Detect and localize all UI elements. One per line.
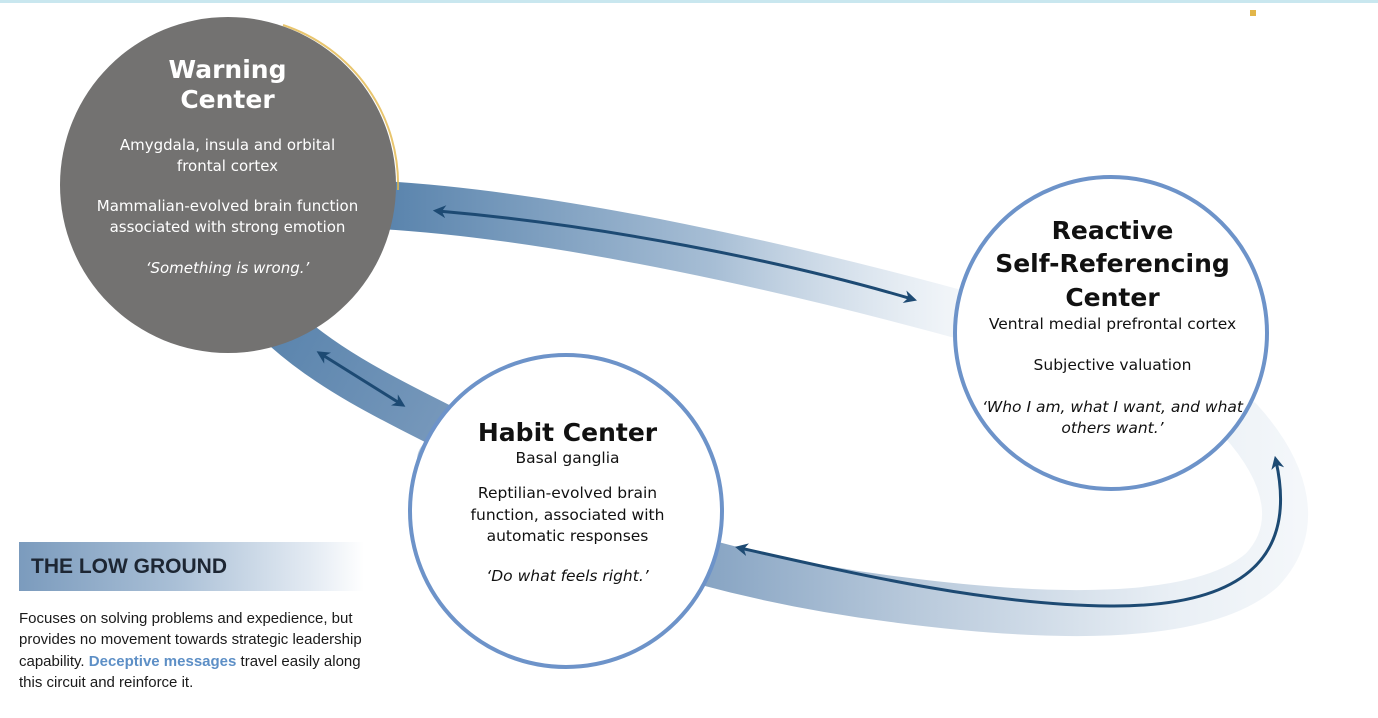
habit-center-circle (408, 353, 724, 669)
reactive-quote: ‘Who I am, what I want, and what others … (981, 397, 1244, 437)
warning-anatomy: Amygdala, insula and orbital frontal cor… (119, 136, 336, 175)
arrow-habit-reactive (734, 455, 1285, 608)
habit-quote: ‘Do what feels right.’ (486, 566, 649, 585)
low-ground-text-after: travel easily along this circuit and rei… (19, 652, 361, 691)
decorative-dot (1250, 10, 1256, 16)
reactive-anatomy: Ventral medial prefrontal cortex (988, 314, 1237, 333)
low-ground-text-before: Focuses on solving problems and expedien… (19, 610, 362, 670)
low-ground-description: Focuses on solving problems and expedien… (19, 608, 379, 693)
reactive-title-line3: Center (1065, 282, 1160, 312)
reactive-center-title: Reactive Self-Referencing Center (970, 214, 1255, 314)
habit-center-title: Habit Center (477, 418, 658, 447)
top-accent-line (0, 0, 1378, 3)
reactive-title-line1: Reactive (1051, 216, 1174, 245)
warning-center-text: Warning Center Amygdala, insula and orbi… (95, 55, 360, 278)
low-ground-title: THE LOW GROUND (31, 555, 227, 578)
habit-anatomy: Basal ganglia (515, 449, 620, 467)
arrow-warning-habit (316, 351, 406, 407)
arrow-warning-reactive (432, 205, 917, 304)
reactive-center-text: Reactive Self-Referencing Center Ventral… (970, 214, 1255, 439)
warning-title-line2: Center (180, 85, 275, 114)
warning-title-line1: Warning (168, 55, 287, 84)
warning-quote: ‘Something is wrong.’ (145, 258, 310, 277)
warning-center-gold-edge (282, 24, 400, 191)
deceptive-messages-highlight: Deceptive messages (88, 652, 237, 670)
reactive-title-line2: Self-Referencing (995, 249, 1230, 279)
warning-center-circle (60, 17, 396, 353)
warning-function: Mammalian-evolved brain function associa… (96, 197, 359, 237)
low-ground-banner: THE LOW GROUND (19, 542, 364, 591)
habit-center-text: Habit Center Basal ganglia Reptilian-evo… (440, 418, 695, 587)
band-warning-to-reactive (378, 181, 987, 344)
reactive-function: Subjective valuation (1033, 356, 1192, 375)
habit-function: Reptilian-evolved brain function, associ… (470, 484, 665, 546)
warning-center-title: Warning Center (95, 55, 360, 115)
